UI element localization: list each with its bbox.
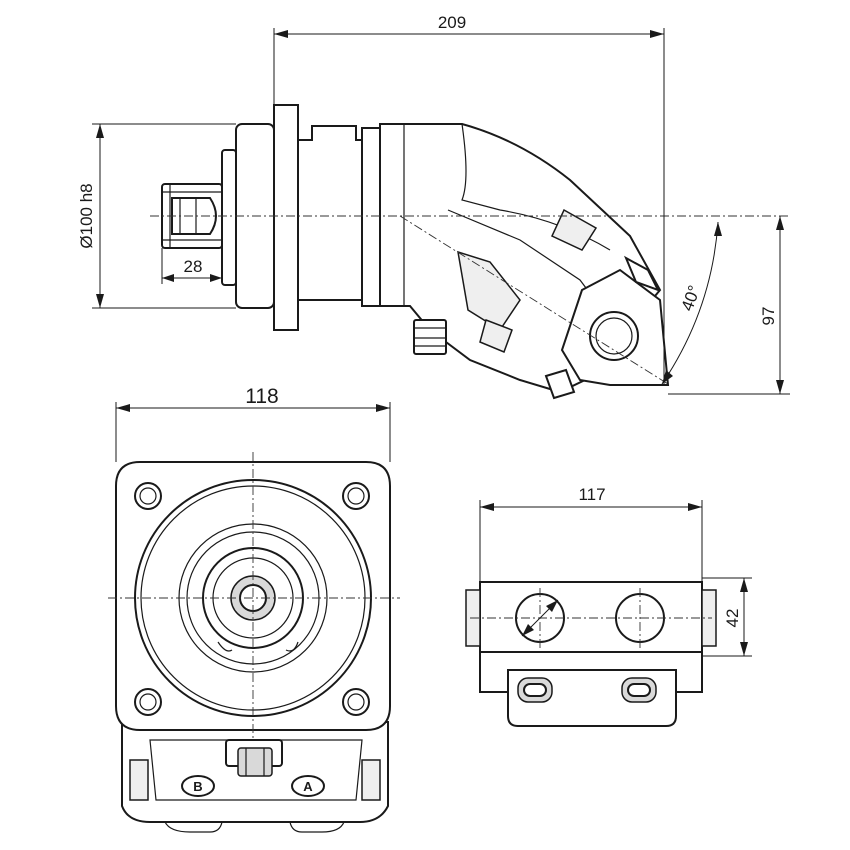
dim-shaft-length-value: 28: [184, 257, 203, 276]
drain-fitting: [413, 319, 447, 355]
port-a-label: A: [291, 775, 325, 797]
front-view: B A: [108, 452, 400, 833]
port-block-view: [465, 581, 717, 727]
side-view: [150, 104, 790, 400]
dim-flange-width-value: 118: [245, 385, 278, 408]
dim-flange-diameter: Ø100 h8: [77, 123, 236, 309]
port-bore: [589, 311, 639, 361]
shaft-seal-boss: [221, 149, 237, 286]
dim-height-value: 97: [759, 307, 778, 326]
dim-shaft-length: 28: [161, 248, 223, 284]
housing-ring: [361, 127, 381, 307]
dim-angle: 40°: [661, 221, 722, 385]
dim-overall-length-value: 209: [438, 13, 466, 32]
dim-overall-length: 209: [273, 13, 665, 384]
drain-fitting-front: [225, 739, 283, 777]
dim-port-block-height-value: 42: [723, 609, 742, 628]
svg-text:B: B: [193, 779, 202, 794]
dim-flange-width: 118: [115, 385, 391, 462]
dim-height: 97: [668, 216, 790, 395]
dim-port-block-height: 42: [702, 577, 752, 657]
mounting-flange: [273, 104, 299, 331]
dim-port-block-width: 117: [479, 485, 703, 582]
port-block-body: [479, 581, 703, 653]
port-bolt-left: [517, 677, 553, 703]
angled-centerline: [399, 215, 669, 385]
port-bolt-right: [621, 677, 657, 703]
dim-flange-diameter-value: Ø100 h8: [77, 183, 96, 248]
dim-port-block-width-value: 117: [578, 485, 605, 504]
svg-text:A: A: [303, 779, 313, 794]
front-housing: [297, 125, 363, 301]
bolt-holes: [134, 482, 370, 716]
port-b-label: B: [181, 775, 215, 797]
